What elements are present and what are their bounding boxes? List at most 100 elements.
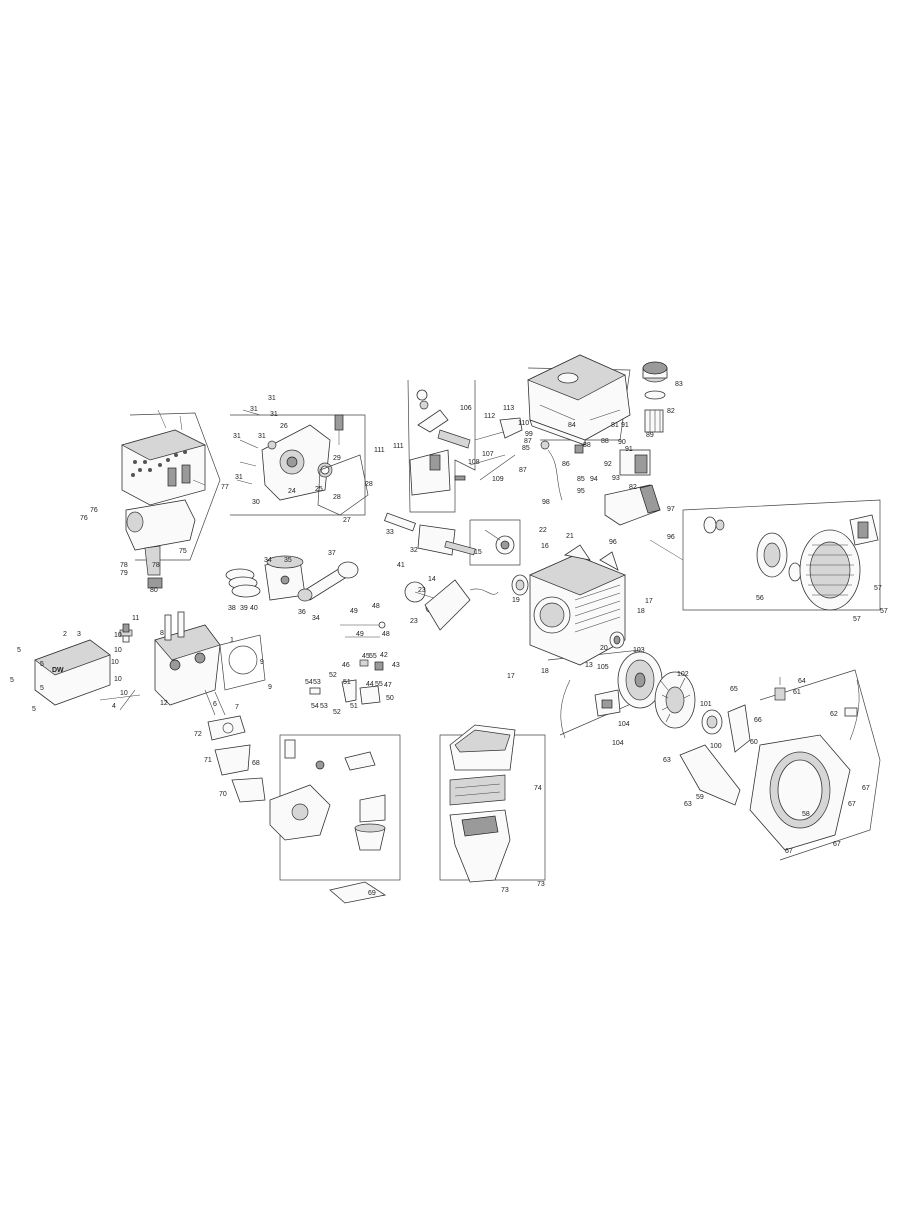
callout-54b: 54 [311,703,319,710]
intake-gaskets [207,715,387,904]
callout-20: 20 [600,645,608,652]
callout-72: 72 [194,731,202,738]
callout-28a: 28 [333,494,341,501]
callout-48a: 48 [372,603,380,610]
callout-17b: 17 [507,673,515,680]
callout-65: 65 [730,686,738,693]
ignition-module-105 [560,679,621,739]
governor-frame [407,379,476,513]
governor-assembly [409,389,471,496]
callout-87b: 87 [519,467,527,474]
callout-89: 89 [646,432,654,439]
callout-4: 4 [112,703,116,710]
callout-62: 62 [830,711,838,718]
piston [264,555,306,601]
callout-26: 26 [280,423,288,430]
recoil-handle [849,514,879,546]
callout-13: 13 [585,662,593,669]
callout-32: 32 [410,547,418,554]
callout-80: 80 [150,587,158,594]
callout-51b: 51 [350,703,358,710]
callout-56: 56 [756,595,764,602]
callout-61: 61 [793,689,801,696]
callout-106: 106 [460,405,472,412]
governor-arm-parts [309,621,386,705]
callout-92: 92 [604,461,612,468]
callout-67d: 67 [785,848,793,855]
air-cleaner-cover-97 [604,484,661,526]
callout-73b: 73 [501,887,509,894]
callout-47: 47 [384,682,392,689]
callout-74: 74 [534,785,542,792]
callout-91a: 91 [621,422,629,429]
callout-70: 70 [219,791,227,798]
callout-44: 44 [366,681,374,688]
oil-seal-20 [609,631,625,649]
callout-110: 110 [518,420,529,427]
callout-68: 68 [252,760,260,767]
callout-54a: 54 [305,679,313,686]
muffler-cover [121,429,206,506]
crankcase-cover [261,424,331,501]
callout-84: 84 [568,422,576,429]
callout-12: 12 [160,700,168,707]
cooling-fan-102 [654,671,696,729]
callout-36: 36 [298,609,306,616]
callout-10d: 10 [114,676,122,683]
callout-8: 8 [160,630,164,637]
callout-31a: 31 [268,395,276,402]
callout-63b: 63 [684,801,692,808]
callout-85b: 85 [577,476,585,483]
callout-53b: 53 [320,703,328,710]
callout-71: 71 [204,757,212,764]
callout-85a: 85 [522,445,530,452]
pushrods [99,689,226,716]
cylinder-head [154,611,221,706]
callout-5d: 5 [40,685,44,692]
callout-40: 40 [250,605,258,612]
callout-18a: 18 [637,608,645,615]
fan-cover-58 [749,734,851,851]
starter-pulley-101 [701,709,723,735]
callout-3: 3 [77,631,81,638]
gasket-27 [317,454,369,516]
callout-82b: 82 [629,484,637,491]
callout-18b: 18 [541,668,549,675]
callout-99: 99 [525,431,533,438]
dipstick-28 [334,414,344,445]
callout-100: 100 [710,743,722,750]
callout-29: 29 [333,455,341,462]
callout-51a: 51 [343,679,351,686]
callout-67c: 67 [833,841,841,848]
callout-27: 27 [343,517,351,524]
callout-67b: 67 [848,801,856,808]
callout-78b: 78 [152,562,160,569]
valve-cover: DW [34,639,111,706]
callout-81: 81 [611,422,619,429]
fuel-tank [527,354,631,446]
callout-52b: 52 [333,709,341,716]
callout-9a: 9 [260,659,264,666]
fuel-cap [642,361,668,433]
callout-33: 33 [386,529,394,536]
callout-60: 60 [750,739,758,746]
callout-101: 101 [700,701,712,708]
bearing-19 [511,574,529,596]
callout-31c: 31 [270,411,278,418]
callout-87a: 87 [524,438,532,445]
callout-111a: 111 [374,447,385,454]
ignition-coil-box [619,449,651,476]
callout-labels: 1 2 3 4 5 5 5 5 5 6 7 8 9 9 10 10 10 10 … [10,381,888,897]
callout-10a: 10 [114,632,122,639]
bolts-31 [236,409,261,485]
callout-23b: 23 [410,618,418,625]
callout-39: 39 [240,605,248,612]
callout-96a: 96 [609,539,617,546]
callout-83: 83 [675,381,683,388]
breather-14 [424,579,499,631]
recoil-frame [649,499,881,611]
callout-78a: 78 [120,562,128,569]
air-filter-element [449,774,506,806]
